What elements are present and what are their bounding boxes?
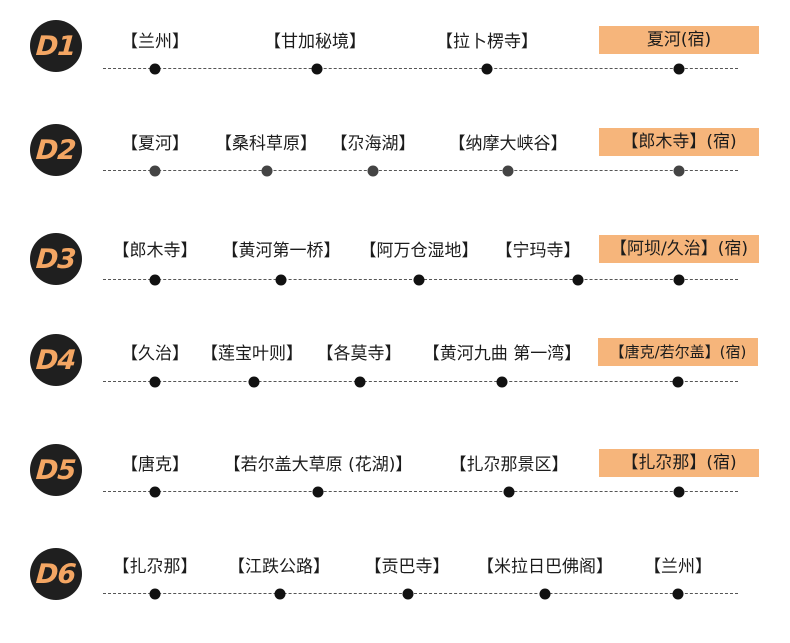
stop-label: 【扎尕那景区】 — [449, 455, 569, 475]
route-line — [103, 491, 738, 492]
stop-dot — [672, 588, 684, 600]
stop-label: 【阿万仓湿地】 — [359, 241, 479, 261]
stop-label-overnight: 【扎尕那】(宿) — [599, 449, 759, 477]
day-badge: D5 — [30, 444, 82, 496]
stop-label: 【米拉日巴佛阁】 — [477, 557, 613, 577]
stop-label: 【江跌公路】 — [228, 557, 330, 577]
stop-label: 【莲宝叶则】 — [201, 344, 303, 364]
stop-label: 【郎木寺】 — [112, 241, 198, 261]
route-line — [103, 68, 738, 69]
stop-dot — [354, 376, 366, 388]
day-row-d1: D1 【兰州】 【甘加秘境】 【拉卜楞寺】 夏河(宿) — [0, 18, 790, 118]
stop-dot — [149, 486, 161, 498]
stop-dot — [149, 274, 161, 286]
stop-label-overnight: 【唐克/若尔盖】(宿) — [598, 338, 758, 366]
route-line — [103, 593, 738, 594]
day-row-d3: D3 【郎木寺】 【黄河第一桥】 【阿万仓湿地】 【宁玛寺】 【阿坝/久治】(宿… — [0, 229, 790, 329]
stop-dot — [503, 486, 515, 498]
day-badge: D3 — [30, 233, 82, 285]
stop-label: 【兰州】 — [121, 32, 189, 52]
stop-label: 【拉卜楞寺】 — [436, 32, 538, 52]
stop-label: 【若尔盖大草原 (花湖)】 — [223, 455, 413, 475]
stop-dot — [502, 165, 514, 177]
stop-label: 【桑科草原】 — [215, 134, 317, 154]
stop-dot — [248, 376, 260, 388]
stop-dot — [673, 63, 685, 75]
stop-label: 【尕海湖】 — [330, 134, 416, 154]
stop-dot — [402, 588, 414, 600]
stop-label: 【宁玛寺】 — [495, 241, 581, 261]
stop-label: 【兰州】 — [644, 557, 712, 577]
stop-label: 【久治】 — [121, 344, 189, 364]
stop-label: 【唐克】 — [121, 455, 189, 475]
stop-dot — [539, 588, 551, 600]
stop-label: 【贡巴寺】 — [364, 557, 450, 577]
stop-dot — [413, 274, 425, 286]
stop-dot — [275, 274, 287, 286]
stop-dot — [261, 165, 273, 177]
stop-label: 【纳摩大峡谷】 — [448, 134, 568, 154]
stop-label: 【夏河】 — [121, 134, 189, 154]
stop-dot — [481, 63, 493, 75]
stop-dot — [149, 376, 161, 388]
stop-label: 【黄河第一桥】 — [221, 241, 341, 261]
route-line — [103, 381, 738, 382]
day-row-d5: D5 【唐克】 【若尔盖大草原 (花湖)】 【扎尕那景区】 【扎尕那】(宿) — [0, 441, 790, 541]
stop-dot — [149, 588, 161, 600]
day-badge-label: D1 — [35, 30, 77, 62]
stop-dot — [496, 376, 508, 388]
stop-dot — [149, 63, 161, 75]
stop-dot — [367, 165, 379, 177]
day-badge-label: D5 — [35, 454, 77, 486]
stop-dot — [673, 165, 685, 177]
day-badge: D4 — [30, 334, 82, 386]
stop-dot — [274, 588, 286, 600]
stop-dot — [672, 376, 684, 388]
day-badge-label: D6 — [35, 558, 77, 590]
stop-label: 【各莫寺】 — [316, 344, 402, 364]
stop-label: 【扎尕那】 — [112, 557, 198, 577]
route-line — [103, 170, 738, 171]
stop-label-overnight: 夏河(宿) — [599, 26, 759, 54]
stop-dot — [572, 274, 584, 286]
day-badge-label: D4 — [35, 344, 77, 376]
stop-label: 【甘加秘境】 — [264, 32, 366, 52]
day-badge-label: D3 — [35, 243, 77, 275]
stop-dot — [673, 274, 685, 286]
stop-dot — [312, 486, 324, 498]
stop-label-overnight: 【郎木寺】(宿) — [599, 128, 759, 156]
stop-dot — [311, 63, 323, 75]
stop-label-overnight: 【阿坝/久治】(宿) — [599, 235, 759, 263]
day-row-d6: D6 【扎尕那】 【江跌公路】 【贡巴寺】 【米拉日巴佛阁】 【兰州】 — [0, 543, 790, 643]
day-row-d2: D2 【夏河】 【桑科草原】 【尕海湖】 【纳摩大峡谷】 【郎木寺】(宿) — [0, 120, 790, 220]
stop-dot — [149, 165, 161, 177]
day-row-d4: D4 【久治】 【莲宝叶则】 【各莫寺】 【黄河九曲 第一湾】 【唐克/若尔盖】… — [0, 330, 790, 430]
day-badge: D1 — [30, 20, 82, 72]
stop-label: 【黄河九曲 第一湾】 — [422, 344, 582, 364]
day-badge-label: D2 — [35, 134, 77, 166]
stop-dot — [673, 486, 685, 498]
day-badge: D2 — [30, 124, 82, 176]
day-badge: D6 — [30, 548, 82, 600]
